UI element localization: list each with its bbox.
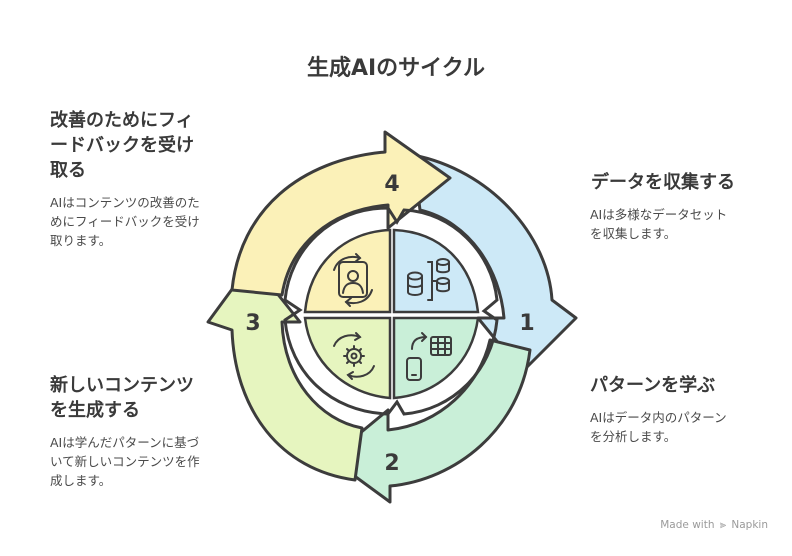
napkin-watermark[interactable]: Made with ⫸ Napkin: [660, 518, 768, 532]
step-4-description: AIはコンテンツの改善のためにフィードバックを受け取ります。: [50, 195, 200, 248]
watermark-prefix: Made with: [660, 519, 715, 531]
napkin-logo-icon: ⫸: [719, 518, 727, 531]
step-2-label: パターンを学ぶ AIはデータ内のパターンを分析します。: [590, 373, 735, 446]
step-3-label: 新しいコンテンツを生成する AIは学んだパターンに基づいて新しいコンテンツを作成…: [50, 373, 200, 490]
inner-ring: [283, 206, 499, 416]
step-4-heading: 改善のためにフィードバックを受け取る: [50, 110, 194, 181]
step-number-4: 4: [384, 172, 399, 197]
data-transfer-icon: [406, 332, 452, 381]
inner-quadrants: [303, 228, 480, 400]
step-number-2: 2: [384, 451, 399, 476]
watermark-brand: Napkin: [731, 519, 768, 531]
database-icon: [407, 258, 450, 301]
step-number-1: 1: [519, 311, 534, 336]
cycle-arc-step4: [230, 130, 452, 297]
step-2-description: AIはデータ内のパターンを分析します。: [590, 410, 727, 444]
cycle-arc-step3: [206, 260, 364, 482]
step-1-label: データを収集する AIは多様なデータセットを収集します。: [590, 170, 735, 243]
step-1-heading: データを収集する: [591, 172, 735, 193]
step-3-heading: 新しいコンテンツを生成する: [50, 375, 194, 421]
diagram-title: 生成AIのサイクル: [306, 56, 486, 81]
step-number-3: 3: [245, 311, 260, 336]
step-4-label: 改善のためにフィードバックを受け取る AIはコンテンツの改善のためにフィードバッ…: [50, 108, 210, 250]
step-2-heading: パターンを学ぶ: [590, 375, 716, 396]
step-1-description: AIは多様なデータセットを収集します。: [590, 207, 728, 241]
gear-cycle-icon: [333, 332, 375, 380]
user-cycle-icon: [333, 253, 373, 307]
step-3-description: AIは学んだパターンに基づいて新しいコンテンツを作成します。: [50, 435, 200, 488]
